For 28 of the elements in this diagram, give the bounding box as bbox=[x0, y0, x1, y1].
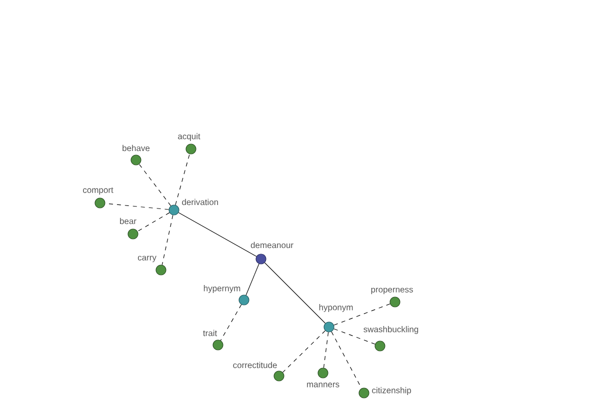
dashed-connector bbox=[331, 331, 362, 389]
dashed-connector bbox=[282, 330, 326, 373]
dashed-connector bbox=[323, 332, 329, 368]
connector-line bbox=[246, 264, 260, 296]
node-label: carry bbox=[138, 256, 156, 262]
node-label: hypernym bbox=[204, 285, 240, 293]
dashed-connector bbox=[334, 328, 376, 344]
dashed-connector bbox=[138, 164, 172, 206]
node-label: comport bbox=[83, 187, 114, 195]
dashed-connector bbox=[137, 212, 170, 232]
connector-line bbox=[178, 212, 257, 257]
dashed-connector bbox=[175, 154, 190, 206]
node-label: trait bbox=[203, 330, 218, 336]
dashed-connector bbox=[334, 304, 390, 326]
node-label: derivation bbox=[182, 198, 218, 206]
node-label: citizenship bbox=[372, 387, 412, 395]
dashed-connector bbox=[220, 304, 242, 341]
node-label: hyponym bbox=[319, 304, 353, 312]
node-label: behave bbox=[122, 144, 150, 152]
node-label: properness bbox=[371, 288, 413, 294]
node-label: manners bbox=[307, 382, 340, 388]
node-label: swashbuckling bbox=[364, 326, 418, 334]
connector-line bbox=[264, 262, 326, 324]
node-label: correctitude bbox=[233, 362, 277, 368]
node-label: demeanour bbox=[250, 242, 294, 248]
node-label: acquit bbox=[178, 133, 200, 141]
node-label: bear bbox=[120, 218, 136, 224]
dashed-connector bbox=[162, 214, 174, 266]
